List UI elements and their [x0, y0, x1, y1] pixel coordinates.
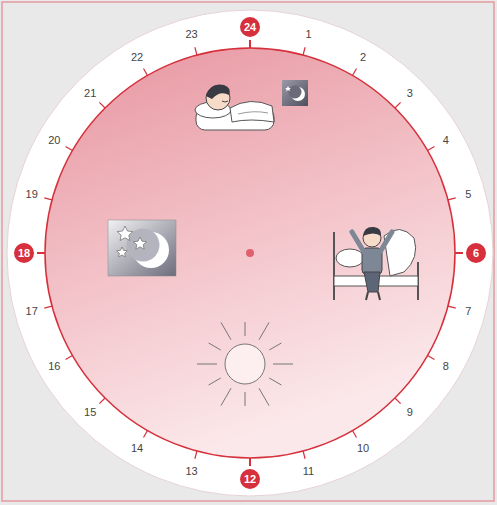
hour-tick: [395, 398, 401, 404]
sun-ray: [209, 378, 221, 385]
hour-number: 2: [360, 52, 366, 63]
hour-ticks: [37, 40, 463, 466]
hour-tick: [195, 47, 197, 55]
hour-tick: [44, 198, 52, 200]
night-icon: [108, 220, 176, 276]
hour-number: 21: [84, 88, 96, 99]
hour-tick: [144, 69, 148, 76]
clock-ring: [7, 10, 493, 496]
waking-child: [334, 227, 418, 300]
hour-number: 6: [466, 243, 486, 263]
hour-tick: [37, 252, 45, 254]
sun-ray: [259, 388, 269, 405]
hour-number: 22: [131, 52, 143, 63]
sleeping-child: [195, 84, 274, 130]
hour-number: 3: [407, 88, 413, 99]
sun-ray: [245, 322, 246, 336]
hour-number: 10: [357, 443, 369, 454]
sun-ray: [245, 392, 246, 406]
hour-number: 7: [465, 306, 471, 317]
hour-tick: [66, 147, 73, 151]
sun-ray: [273, 364, 293, 365]
hour-tick: [249, 40, 251, 48]
hour-number: 18: [14, 243, 34, 263]
hour-number: 17: [26, 306, 38, 317]
sun-ray: [221, 388, 231, 405]
hour-tick: [303, 47, 305, 55]
hour-tick: [448, 198, 456, 200]
hour-tick: [353, 431, 357, 438]
hour-number: 14: [131, 443, 143, 454]
hour-tick: [395, 102, 401, 108]
hour-tick: [144, 431, 148, 438]
hour-tick: [448, 306, 456, 308]
hour-number: 5: [465, 189, 471, 200]
hour-tick: [44, 306, 52, 308]
hour-tick: [99, 398, 105, 404]
clock-face: [45, 48, 455, 458]
hour-tick: [249, 458, 251, 466]
night-icon: [282, 80, 308, 106]
hour-tick: [99, 102, 105, 108]
hour-tick: [455, 252, 463, 254]
sun-ray: [259, 322, 269, 339]
hour-number: 24: [240, 17, 260, 37]
hour-number: 19: [26, 189, 38, 200]
sun-ray: [269, 343, 281, 350]
hour-tick: [428, 356, 435, 360]
center-dot: [246, 249, 254, 257]
sun-ray: [221, 322, 231, 339]
hour-number: 20: [48, 135, 60, 146]
sun-icon: [197, 322, 293, 406]
sun-ray: [269, 378, 281, 385]
sun-ray: [197, 364, 217, 365]
hour-number: 8: [443, 361, 449, 372]
page-frame: [2, 2, 494, 501]
hour-number: 15: [84, 407, 96, 418]
hour-tick: [428, 147, 435, 151]
hour-number: 13: [185, 466, 197, 477]
hour-number: 12: [240, 469, 260, 489]
hour-number: 23: [185, 29, 197, 40]
hour-number: 16: [48, 361, 60, 372]
hour-tick: [66, 356, 73, 360]
hour-number: 9: [407, 407, 413, 418]
hour-number: 1: [305, 29, 311, 40]
hour-number: 4: [443, 135, 449, 146]
hour-tick: [303, 451, 305, 459]
hour-tick: [195, 451, 197, 459]
hour-number: 11: [303, 466, 314, 477]
sun-ray: [209, 343, 221, 350]
hour-tick: [353, 69, 357, 76]
